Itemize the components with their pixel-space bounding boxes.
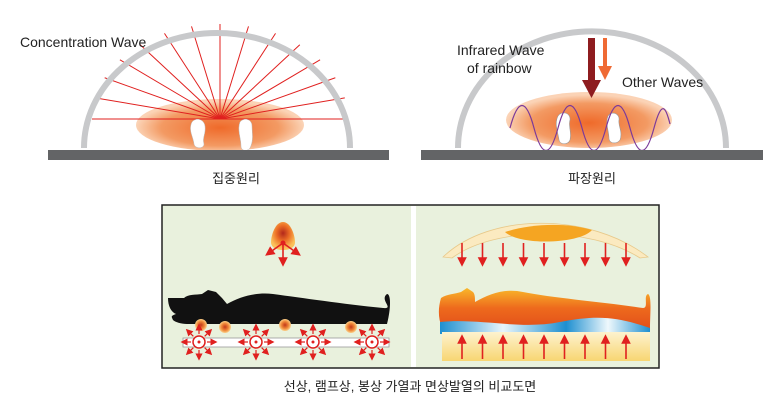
radiant-panel: [442, 222, 650, 259]
concentration-wave-figure: Concentration Wave 집중원리: [20, 24, 389, 186]
lamp-bulb: [271, 222, 295, 250]
divider: [411, 206, 416, 367]
ray-line: [119, 59, 221, 120]
heat-point: [180, 323, 218, 361]
ray-group: [92, 24, 348, 120]
body-silhouette: [168, 290, 390, 324]
ray-line: [219, 33, 276, 120]
down-arrows: [457, 243, 631, 267]
heat-point: [353, 323, 391, 361]
dome: [81, 30, 353, 149]
up-arrows: [457, 334, 631, 359]
blue-layer: [440, 317, 650, 334]
infrared-label-line1: Infrared Wave: [457, 42, 545, 58]
ray-line: [219, 59, 321, 120]
foot-print-right: [238, 118, 253, 151]
ray-line: [219, 44, 301, 120]
concentration-caption: 집중원리: [212, 171, 260, 186]
base-bar: [421, 150, 763, 160]
comparison-caption: 선상, 램프상, 봉상 가열과 면상발열의 비교도면: [284, 379, 537, 394]
ray-line: [219, 97, 345, 120]
base-bar: [48, 150, 389, 160]
wave-principle-figure: Infrared Wave of rainbow Other Waves 파장원…: [421, 28, 763, 186]
ray-line: [219, 77, 336, 120]
heat-zone: [506, 92, 672, 148]
rod-heat: [279, 319, 291, 331]
ray-line: [219, 26, 249, 120]
heat-point: [294, 323, 332, 361]
foot-print-left: [190, 118, 206, 148]
infrared-label-line2: of rainbow: [467, 60, 532, 76]
lamp-arrows: [265, 242, 301, 267]
other-wave-arrow: [598, 38, 612, 80]
dome: [455, 28, 729, 149]
concentration-wave-label: Concentration Wave: [20, 34, 147, 50]
wave-caption: 파장원리: [568, 171, 616, 186]
ray-line: [191, 26, 221, 120]
ray-line: [104, 77, 221, 120]
comparison-figure: 선상, 램프상, 봉상 가열과 면상발열의 비교도면: [161, 204, 660, 394]
foot-print-right: [606, 112, 622, 144]
other-waves-label: Other Waves: [622, 74, 703, 90]
radiant-hot-zone: [505, 224, 592, 242]
ray-line: [139, 44, 221, 120]
heating-pad: [442, 332, 650, 361]
rod-heat: [195, 319, 207, 331]
rod-heat: [219, 321, 231, 333]
heat-point: [237, 323, 275, 361]
rod-heat: [345, 321, 357, 333]
infrared-arrow: [582, 38, 601, 98]
ray-line: [164, 33, 221, 120]
ray-line: [95, 97, 221, 120]
